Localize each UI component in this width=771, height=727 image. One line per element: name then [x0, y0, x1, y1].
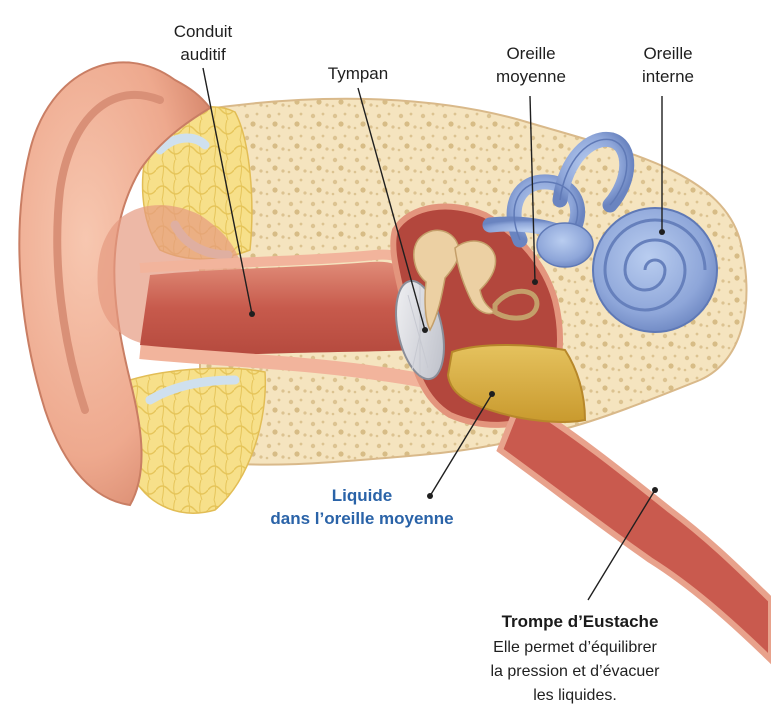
label-tympan: Tympan: [308, 62, 408, 85]
ear-canal: [140, 261, 415, 356]
vestibule: [536, 222, 594, 268]
label-liquide: Liquide dans l’oreille moyenne: [232, 484, 492, 530]
label-line: auditif: [180, 45, 226, 64]
semicircular-canals-outline: [513, 138, 628, 241]
label-trompe-eustache: Trompe d’Eustache: [455, 610, 705, 633]
leader-dots: [249, 229, 665, 499]
trompe-description: Elle permet d’équilibrer la pression et …: [440, 636, 710, 708]
label-line: dans l’oreille moyenne: [270, 509, 454, 528]
fat-highlight: [155, 133, 210, 155]
label-conduit-auditif: Conduit auditif: [148, 20, 258, 66]
label-line: Tympan: [327, 64, 389, 83]
label-line: moyenne: [496, 67, 566, 86]
label-line: Oreille: [506, 44, 556, 63]
incus: [454, 240, 497, 315]
label-line: Trompe d’Eustache: [501, 612, 659, 631]
malleus: [413, 229, 460, 332]
label-line: Conduit: [173, 22, 233, 41]
pinna-inner-fold: [53, 91, 164, 414]
stapes: [492, 288, 540, 321]
label-oreille-interne: Oreille interne: [613, 42, 723, 88]
middle-ear-fluid: [446, 344, 587, 423]
label-line: Oreille: [643, 44, 693, 63]
label-line: interne: [642, 67, 694, 86]
leader-lines: [202, 67, 663, 601]
description-line: Elle permet d’équilibrer: [493, 639, 657, 656]
label-oreille-moyenne: Oreille moyenne: [476, 42, 586, 88]
fat-highlight-3: [145, 375, 240, 405]
label-line: Liquide: [331, 486, 393, 505]
description-line: la pression et d’évacuer: [490, 663, 660, 680]
cochlea: [592, 207, 718, 333]
description-line: les liquides.: [533, 687, 617, 704]
